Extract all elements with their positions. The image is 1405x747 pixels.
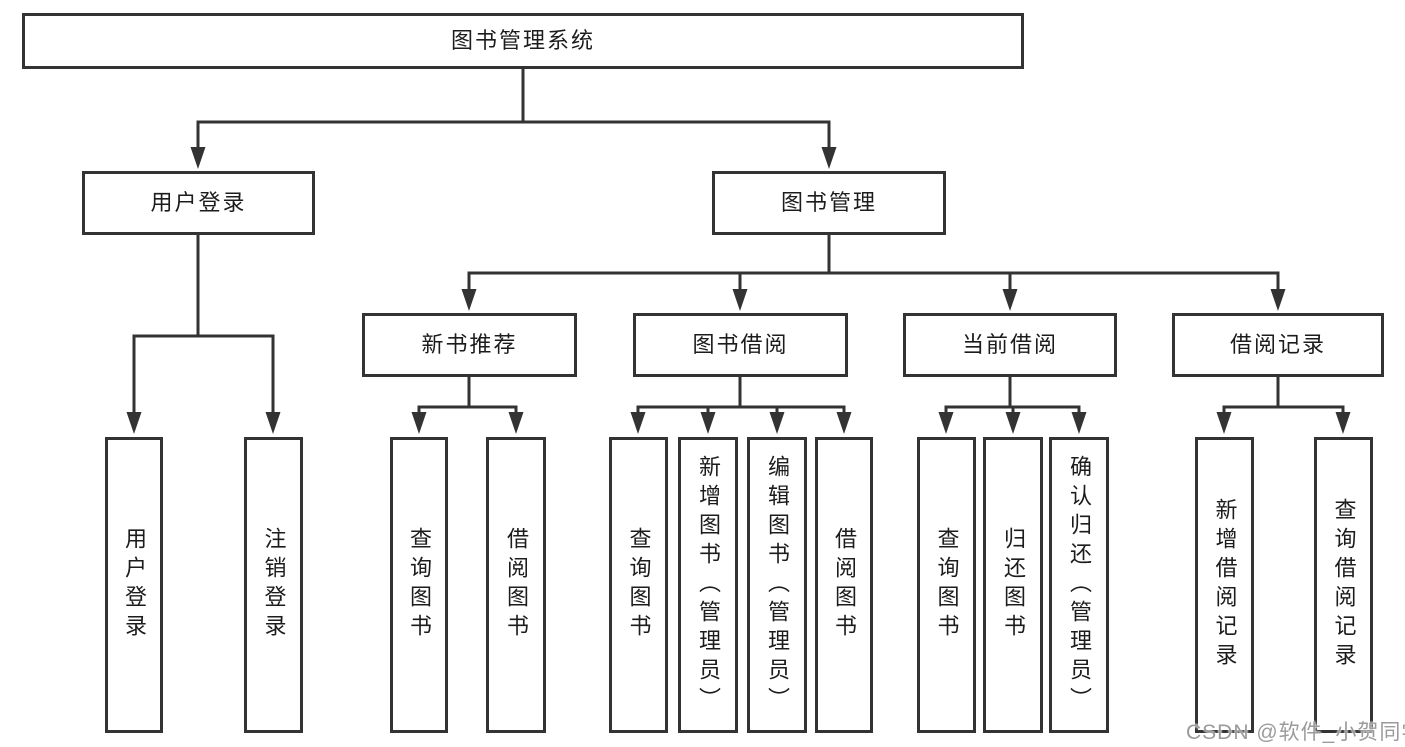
node-library-management-system: 图书管理系统 <box>22 13 1024 69</box>
edge-book-borrowing-to-leaves <box>630 377 852 434</box>
node-logout-leaf: 注销登录 <box>244 437 303 733</box>
node-book-borrowing: 图书借阅 <box>633 313 848 377</box>
node-user-login-branch: 用户登录 <box>82 171 315 235</box>
node-new-book-recommendation: 新书推荐 <box>362 313 577 377</box>
node-borrow-books-leaf: 借阅图书 <box>815 437 873 733</box>
node-query-books-current: 查询图书 <box>917 437 976 733</box>
node-query-borrow-record: 查询借阅记录 <box>1314 437 1373 733</box>
node-current-borrowing: 当前借阅 <box>903 313 1117 377</box>
node-add-borrow-record: 新增借阅记录 <box>1195 437 1254 733</box>
edge-user-login-to-leaves <box>126 235 281 434</box>
edge-new-book-recommendation-to-leaves <box>411 377 524 434</box>
node-borrowing-records: 借阅记录 <box>1172 313 1384 377</box>
csdn-watermark: CSDN @软件_小贺同学 <box>1186 721 1405 744</box>
node-confirm-return-admin: 确认归还（管理员） <box>1049 437 1109 733</box>
edge-book-management-to-level3 <box>461 235 1286 311</box>
node-edit-book-admin: 编辑图书（管理员） <box>747 437 807 733</box>
edge-root-to-level2 <box>190 69 837 169</box>
node-borrow-books-recommend: 借阅图书 <box>486 437 546 733</box>
node-user-login-leaf: 用户登录 <box>105 437 163 733</box>
node-add-book-admin: 新增图书（管理员） <box>678 437 738 733</box>
node-query-books-borrowing: 查询图书 <box>609 437 668 733</box>
node-return-books: 归还图书 <box>983 437 1043 733</box>
node-book-management-branch: 图书管理 <box>712 171 946 235</box>
node-query-books-recommend: 查询图书 <box>390 437 448 733</box>
edge-current-borrowing-to-leaves <box>938 377 1087 434</box>
edge-borrowing-records-to-leaves <box>1216 377 1351 434</box>
